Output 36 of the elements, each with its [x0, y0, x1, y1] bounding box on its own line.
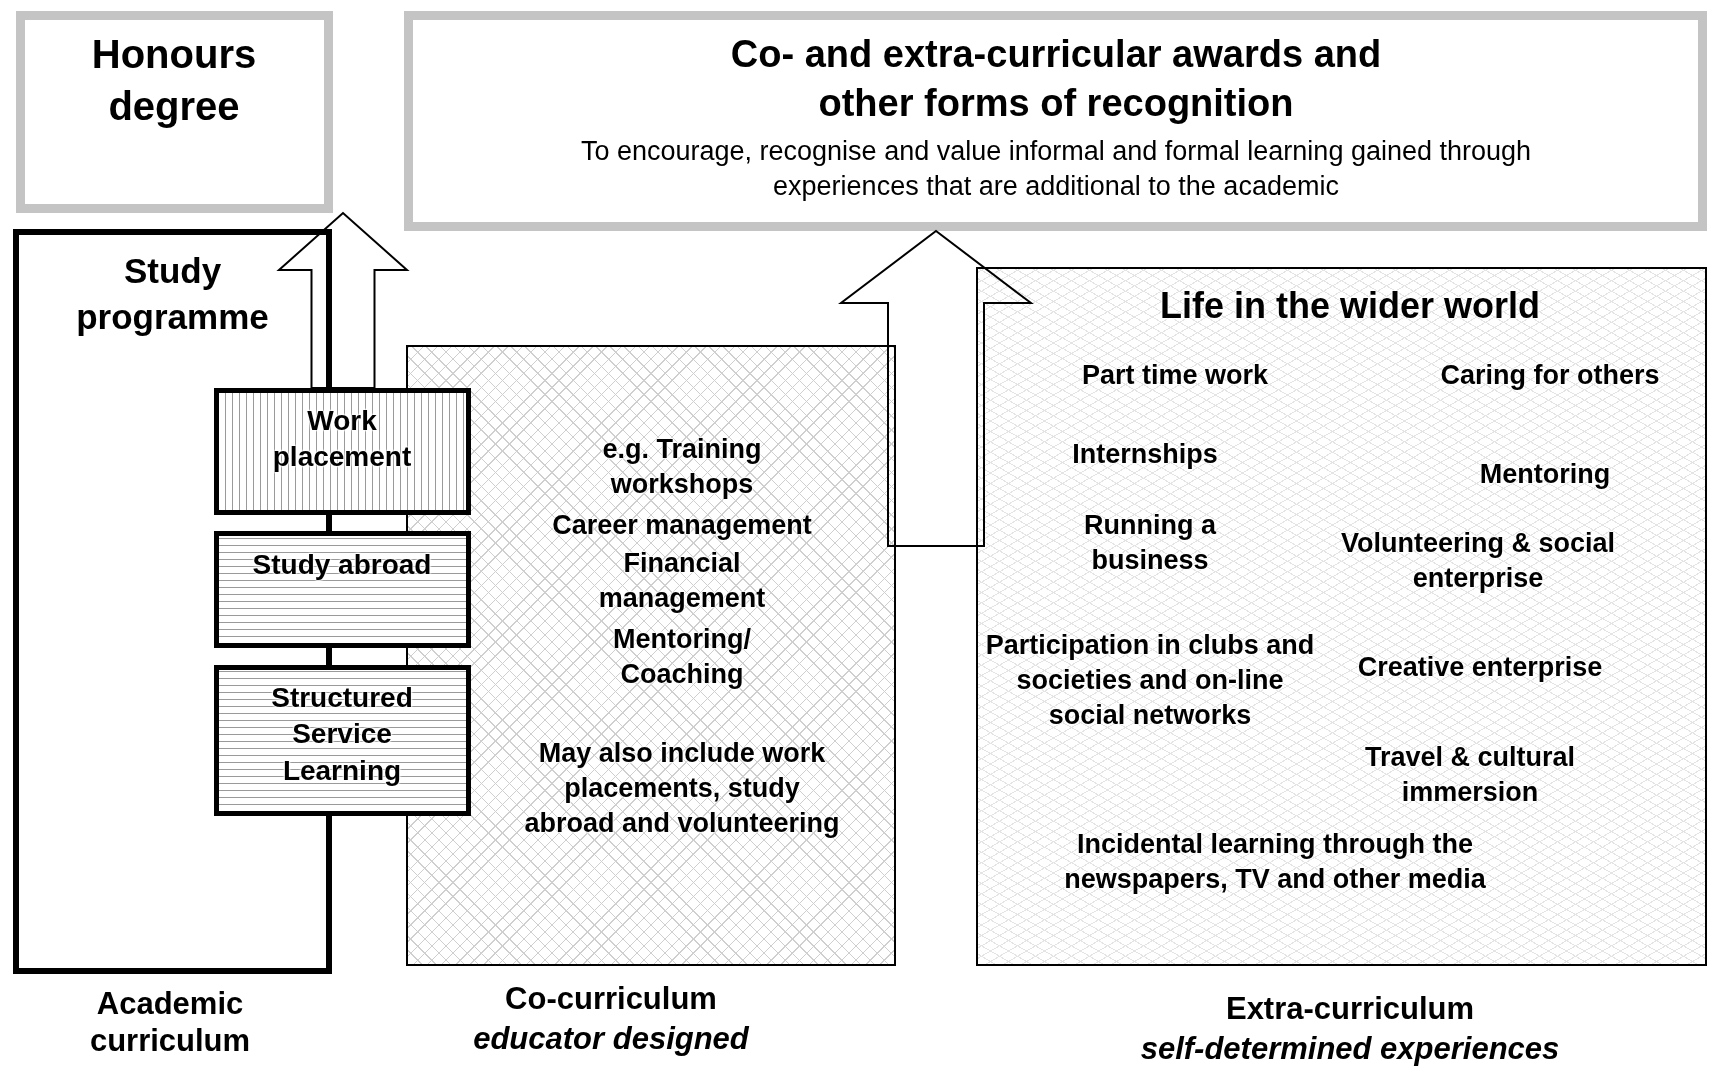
section-label: Extra-curriculum — [1224, 990, 1476, 1028]
section-subtitle: educator designed — [472, 1020, 750, 1058]
activity-text: Part time work — [1080, 359, 1270, 392]
box-title: Honours degree — [90, 31, 258, 130]
box-label: Study abroad — [251, 548, 433, 582]
activity-text: Travel & cultural immersion — [1363, 741, 1577, 810]
activity-text: Mentoring/ Coaching — [612, 623, 752, 692]
placement-box — [214, 665, 471, 816]
block-arrow — [838, 229, 1034, 547]
degree-box — [16, 11, 333, 213]
activity-text: Running a business — [1083, 509, 1218, 578]
box-title: Study programme — [75, 250, 270, 338]
subtitle: To encourage, recognise and value informal and formal learning gained through experiences that are additional to the academic — [579, 135, 1533, 204]
activity-text: Career management — [551, 509, 813, 542]
activity-text: Volunteering & social enterprise — [1339, 527, 1617, 596]
awards-box — [404, 11, 1707, 231]
block-arrow — [276, 211, 410, 389]
section-subtitle: self-determined experiences — [1139, 1030, 1561, 1068]
activity-text: Mentoring — [1478, 458, 1612, 491]
activity-text: Internships — [1071, 438, 1219, 471]
section-label: Co-curriculum — [504, 980, 718, 1018]
placement-box — [214, 531, 471, 648]
activity-text: Creative enterprise — [1356, 651, 1604, 684]
placement-box — [214, 388, 471, 515]
box-title: Co- and extra-curricular awards and other forms of recognition — [729, 32, 1383, 127]
activity-text: Financial management — [597, 547, 767, 616]
activity-text: Participation in clubs and societies and on-line social networks — [984, 629, 1316, 733]
activity-text: Incidental learning through the newspapers, TV and other media — [1063, 828, 1487, 897]
box-label: Work placement — [271, 404, 413, 475]
activity-text: May also include work placements, study abroad and volunteering — [523, 737, 841, 841]
activity-text: Caring for others — [1439, 359, 1661, 392]
box-label: Structured Service Learning — [270, 681, 414, 788]
box-title: Life in the wider world — [1159, 284, 1541, 328]
extra-curriculum-box — [976, 267, 1707, 966]
activity-text: e.g. Training workshops — [601, 433, 763, 502]
section-label: Academic curriculum — [88, 985, 252, 1060]
